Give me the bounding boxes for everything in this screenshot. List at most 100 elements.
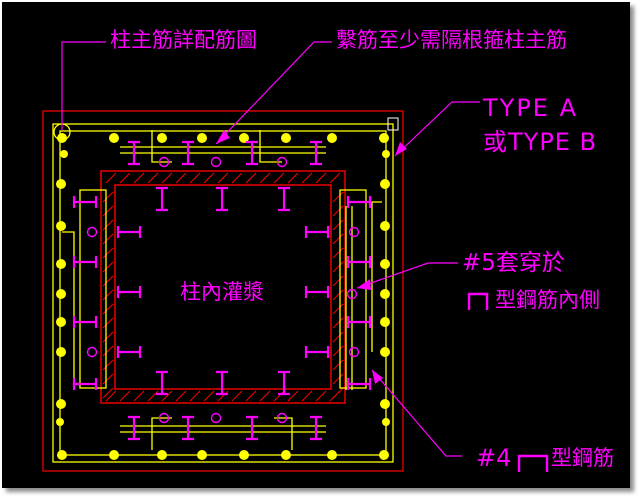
main-bar-dot: [109, 133, 119, 143]
main-bar-dot: [109, 450, 119, 460]
hatch-line: [231, 390, 243, 402]
hatch-line: [102, 247, 114, 259]
main-bar-dot: [197, 450, 207, 460]
hatch-line: [133, 390, 145, 402]
hatch-line: [102, 191, 114, 203]
tie-bar-circle: [210, 156, 222, 168]
main-bar-dot: [239, 133, 249, 143]
steel-i-section: [156, 370, 168, 396]
hatch-line: [332, 289, 344, 301]
main-bar-dot: [197, 133, 207, 143]
hatch-line: [259, 390, 271, 402]
hatch-line: [203, 390, 215, 402]
hatch-line: [301, 390, 313, 402]
steel-i-section: [346, 378, 372, 390]
drawing-canvas: 柱主筋詳配筋圖 繫筋至少需隔根箍柱主筋 TYPE A 或TYPE B #5套穿於…: [2, 2, 630, 488]
main-bar-dot: [56, 289, 66, 299]
hatch-line: [102, 345, 114, 357]
steel-i-section: [182, 415, 194, 441]
tie-bar-circles: [86, 156, 360, 424]
hatch-line: [332, 233, 344, 245]
corner-reference-frame: [387, 117, 399, 131]
steel-i-section: [304, 226, 330, 238]
hatch-line: [332, 247, 344, 259]
hatch-line: [161, 390, 173, 402]
label-column-grout: 柱內灌漿: [180, 280, 264, 304]
steel-i-section: [246, 415, 258, 441]
label-bar4-steel: 型鋼筋: [551, 446, 614, 470]
main-bar-dot: [382, 150, 390, 158]
main-bar-dot: [56, 418, 64, 426]
main-bar-dot: [281, 133, 291, 143]
label-bar5-sleeve: #5套穿於: [462, 250, 565, 276]
main-bars: [56, 133, 390, 460]
tie-bar-circle: [158, 156, 170, 168]
steel-i-section: [304, 286, 330, 298]
main-bar-dot: [157, 450, 167, 460]
tie-bar-circle: [276, 156, 288, 168]
hatch-line: [273, 172, 285, 184]
hatch-line: [119, 390, 131, 402]
steel-i-section: [128, 140, 140, 166]
main-bar-dot: [56, 317, 66, 327]
tie-bar-circle: [158, 412, 170, 424]
hatch-line: [332, 261, 344, 273]
hatch-line: [133, 172, 145, 184]
hatch-line: [287, 172, 299, 184]
leader-arrowheads: [216, 130, 407, 384]
leader-lines: [61, 41, 480, 457]
main-bar-dot: [57, 133, 67, 143]
hatch-line: [119, 172, 131, 184]
hatch-line: [102, 373, 114, 385]
hatch-line: [175, 172, 187, 184]
steel-i-section: [346, 196, 372, 208]
main-bar-dot: [60, 150, 68, 158]
hatch-line: [217, 172, 229, 184]
steel-i-section: [156, 186, 168, 212]
steel-i-section: [346, 256, 372, 268]
hatch-line: [102, 219, 114, 231]
steel-i-section: [310, 140, 322, 166]
hatch-line: [332, 275, 344, 287]
tie-bar-circle: [276, 412, 288, 424]
hatch-line: [329, 172, 341, 184]
hatch-line: [102, 233, 114, 245]
column-outer-boundary: [42, 110, 404, 472]
hatch-line: [102, 331, 114, 343]
main-bar-dot: [56, 259, 66, 269]
main-bar-dot: [380, 347, 390, 357]
steel-i-section: [116, 226, 142, 238]
main-bar-dot: [380, 179, 390, 189]
hatch-line: [102, 275, 114, 287]
main-bar-dot: [327, 450, 337, 460]
main-bar-dot: [380, 259, 390, 269]
tie-bar-circle: [348, 346, 360, 358]
steel-i-section: [72, 196, 98, 208]
hatch-line: [102, 289, 114, 301]
column-section-drawing: [42, 41, 549, 472]
hatch-line: [315, 172, 327, 184]
hatch-line: [175, 390, 187, 402]
hatch-line: [332, 359, 344, 371]
main-bar-dot: [281, 450, 291, 460]
steel-i-section: [310, 415, 322, 441]
steel-i-section: [278, 370, 290, 396]
hatch-line: [332, 205, 344, 217]
main-bar-dot: [56, 221, 66, 231]
hatch-line: [102, 317, 114, 329]
tie-bar-circle: [348, 226, 360, 238]
hatch-line: [217, 390, 229, 402]
steel-i-section: [182, 140, 194, 166]
hatch-line: [273, 390, 285, 402]
tie-bar-circle: [210, 412, 222, 424]
label-column-rebar-detail: 柱主筋詳配筋圖: [110, 28, 257, 52]
hatch-line: [189, 172, 201, 184]
main-bar-dot: [380, 317, 390, 327]
hatch-line: [332, 345, 344, 357]
hatch-line: [147, 172, 159, 184]
hatch-line: [332, 219, 344, 231]
steel-i-section: [72, 316, 98, 328]
tie-bar-circle: [86, 226, 98, 238]
label-type-b: 或TYPE B: [483, 128, 598, 156]
